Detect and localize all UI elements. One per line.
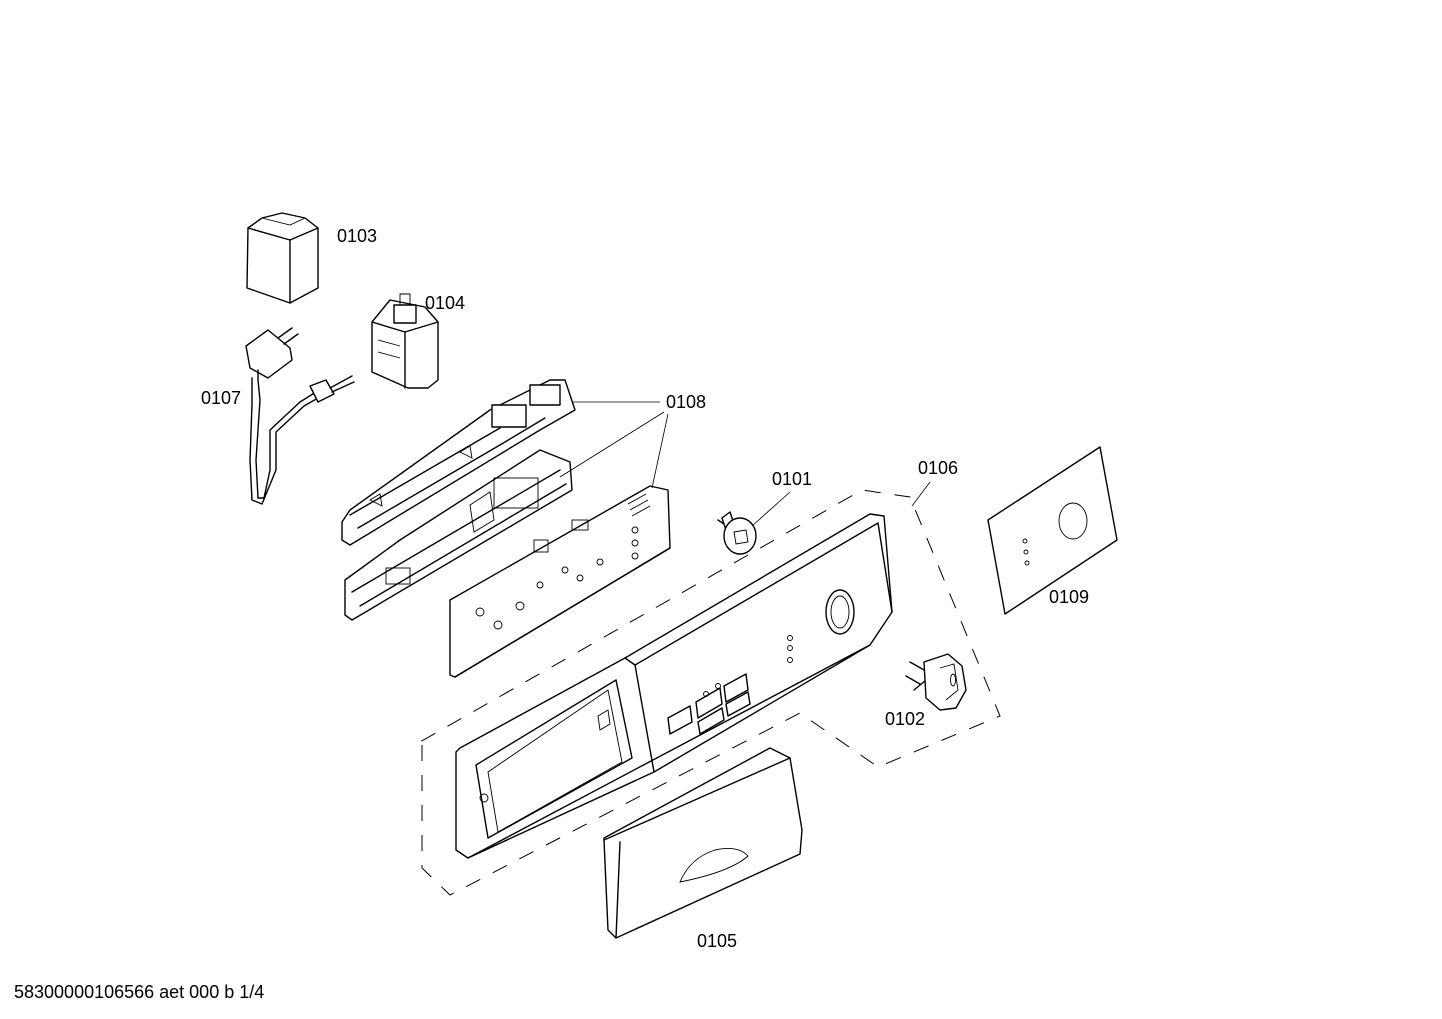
part-label-0103: 0103 [337, 226, 377, 246]
interference-filter-drawing [371, 293, 439, 389]
knob-shaft-drawing [717, 511, 757, 555]
leader-lines [559, 401, 931, 527]
program-knob-drawing [905, 653, 967, 711]
electronic-module-drawing [341, 379, 671, 678]
part-label-0101: 0101 [772, 469, 812, 489]
document-id: 58300000106566 aet 000 b 1/4 [14, 982, 264, 1002]
part-label-0106: 0106 [918, 458, 958, 478]
part-label-0104: 0104 [425, 293, 465, 313]
assembly-boundary-dashed [419, 489, 1001, 896]
part-label-0109: 0109 [1049, 587, 1089, 607]
power-cord-drawing [245, 327, 355, 505]
part-label-0107: 0107 [201, 388, 241, 408]
cover-cap-drawing [246, 212, 319, 304]
control-panel-fascia-drawing [455, 513, 893, 859]
part-label-0108: 0108 [666, 392, 706, 412]
panel-label-drawing [987, 446, 1118, 615]
detergent-drawer-handle-drawing [603, 747, 803, 939]
part-label-0105: 0105 [697, 931, 737, 951]
part-label-0102: 0102 [885, 709, 925, 729]
